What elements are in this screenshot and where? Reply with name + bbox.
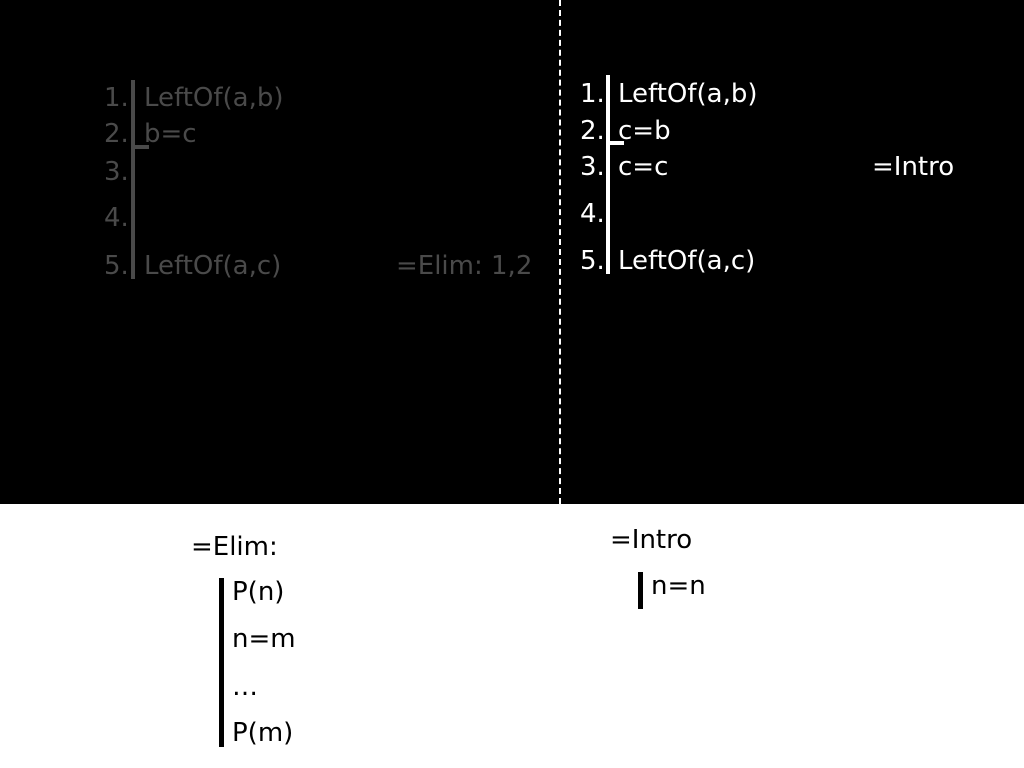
- rule-line: P(n): [232, 577, 285, 607]
- line-number: 2.: [104, 119, 129, 149]
- rule-line: P(m): [232, 718, 294, 748]
- rule-title: =Intro: [610, 525, 693, 555]
- assumption-bar: [606, 141, 624, 145]
- rule-title: =Elim:: [191, 532, 278, 562]
- line-number: 1.: [104, 83, 129, 113]
- proof-line: b=c: [144, 119, 197, 149]
- scope-bar: [638, 572, 643, 609]
- line-number: 4.: [104, 203, 129, 233]
- assumption-bar: [131, 145, 149, 149]
- line-number: 3.: [580, 152, 605, 182]
- scope-bar: [219, 578, 224, 747]
- line-number: 1.: [580, 79, 605, 109]
- line-number: 5.: [104, 251, 129, 281]
- justification: =Intro: [872, 152, 955, 182]
- rule-line: n=m: [232, 624, 296, 654]
- scope-bar: [606, 75, 610, 274]
- dashed-divider: [559, 0, 561, 504]
- line-number: 4.: [580, 199, 605, 229]
- proof-line: c=c: [618, 152, 669, 182]
- proof-line: LeftOf(a,c): [618, 246, 756, 276]
- line-number: 3.: [104, 157, 129, 187]
- proof-line: LeftOf(a,c): [144, 251, 282, 281]
- rule-line: …: [232, 672, 258, 702]
- rule-line: n=n: [651, 571, 706, 601]
- justification: =Elim: 1,2: [396, 251, 533, 281]
- line-number: 5.: [580, 246, 605, 276]
- proof-line: c=b: [618, 116, 671, 146]
- proof-line: LeftOf(a,b): [618, 79, 758, 109]
- line-number: 2.: [580, 116, 605, 146]
- scope-bar: [131, 80, 135, 279]
- proof-panel: 1. 2. 3. 4. 5. LeftOf(a,b) b=c LeftOf(a,…: [0, 0, 1024, 504]
- proof-line: LeftOf(a,b): [144, 83, 284, 113]
